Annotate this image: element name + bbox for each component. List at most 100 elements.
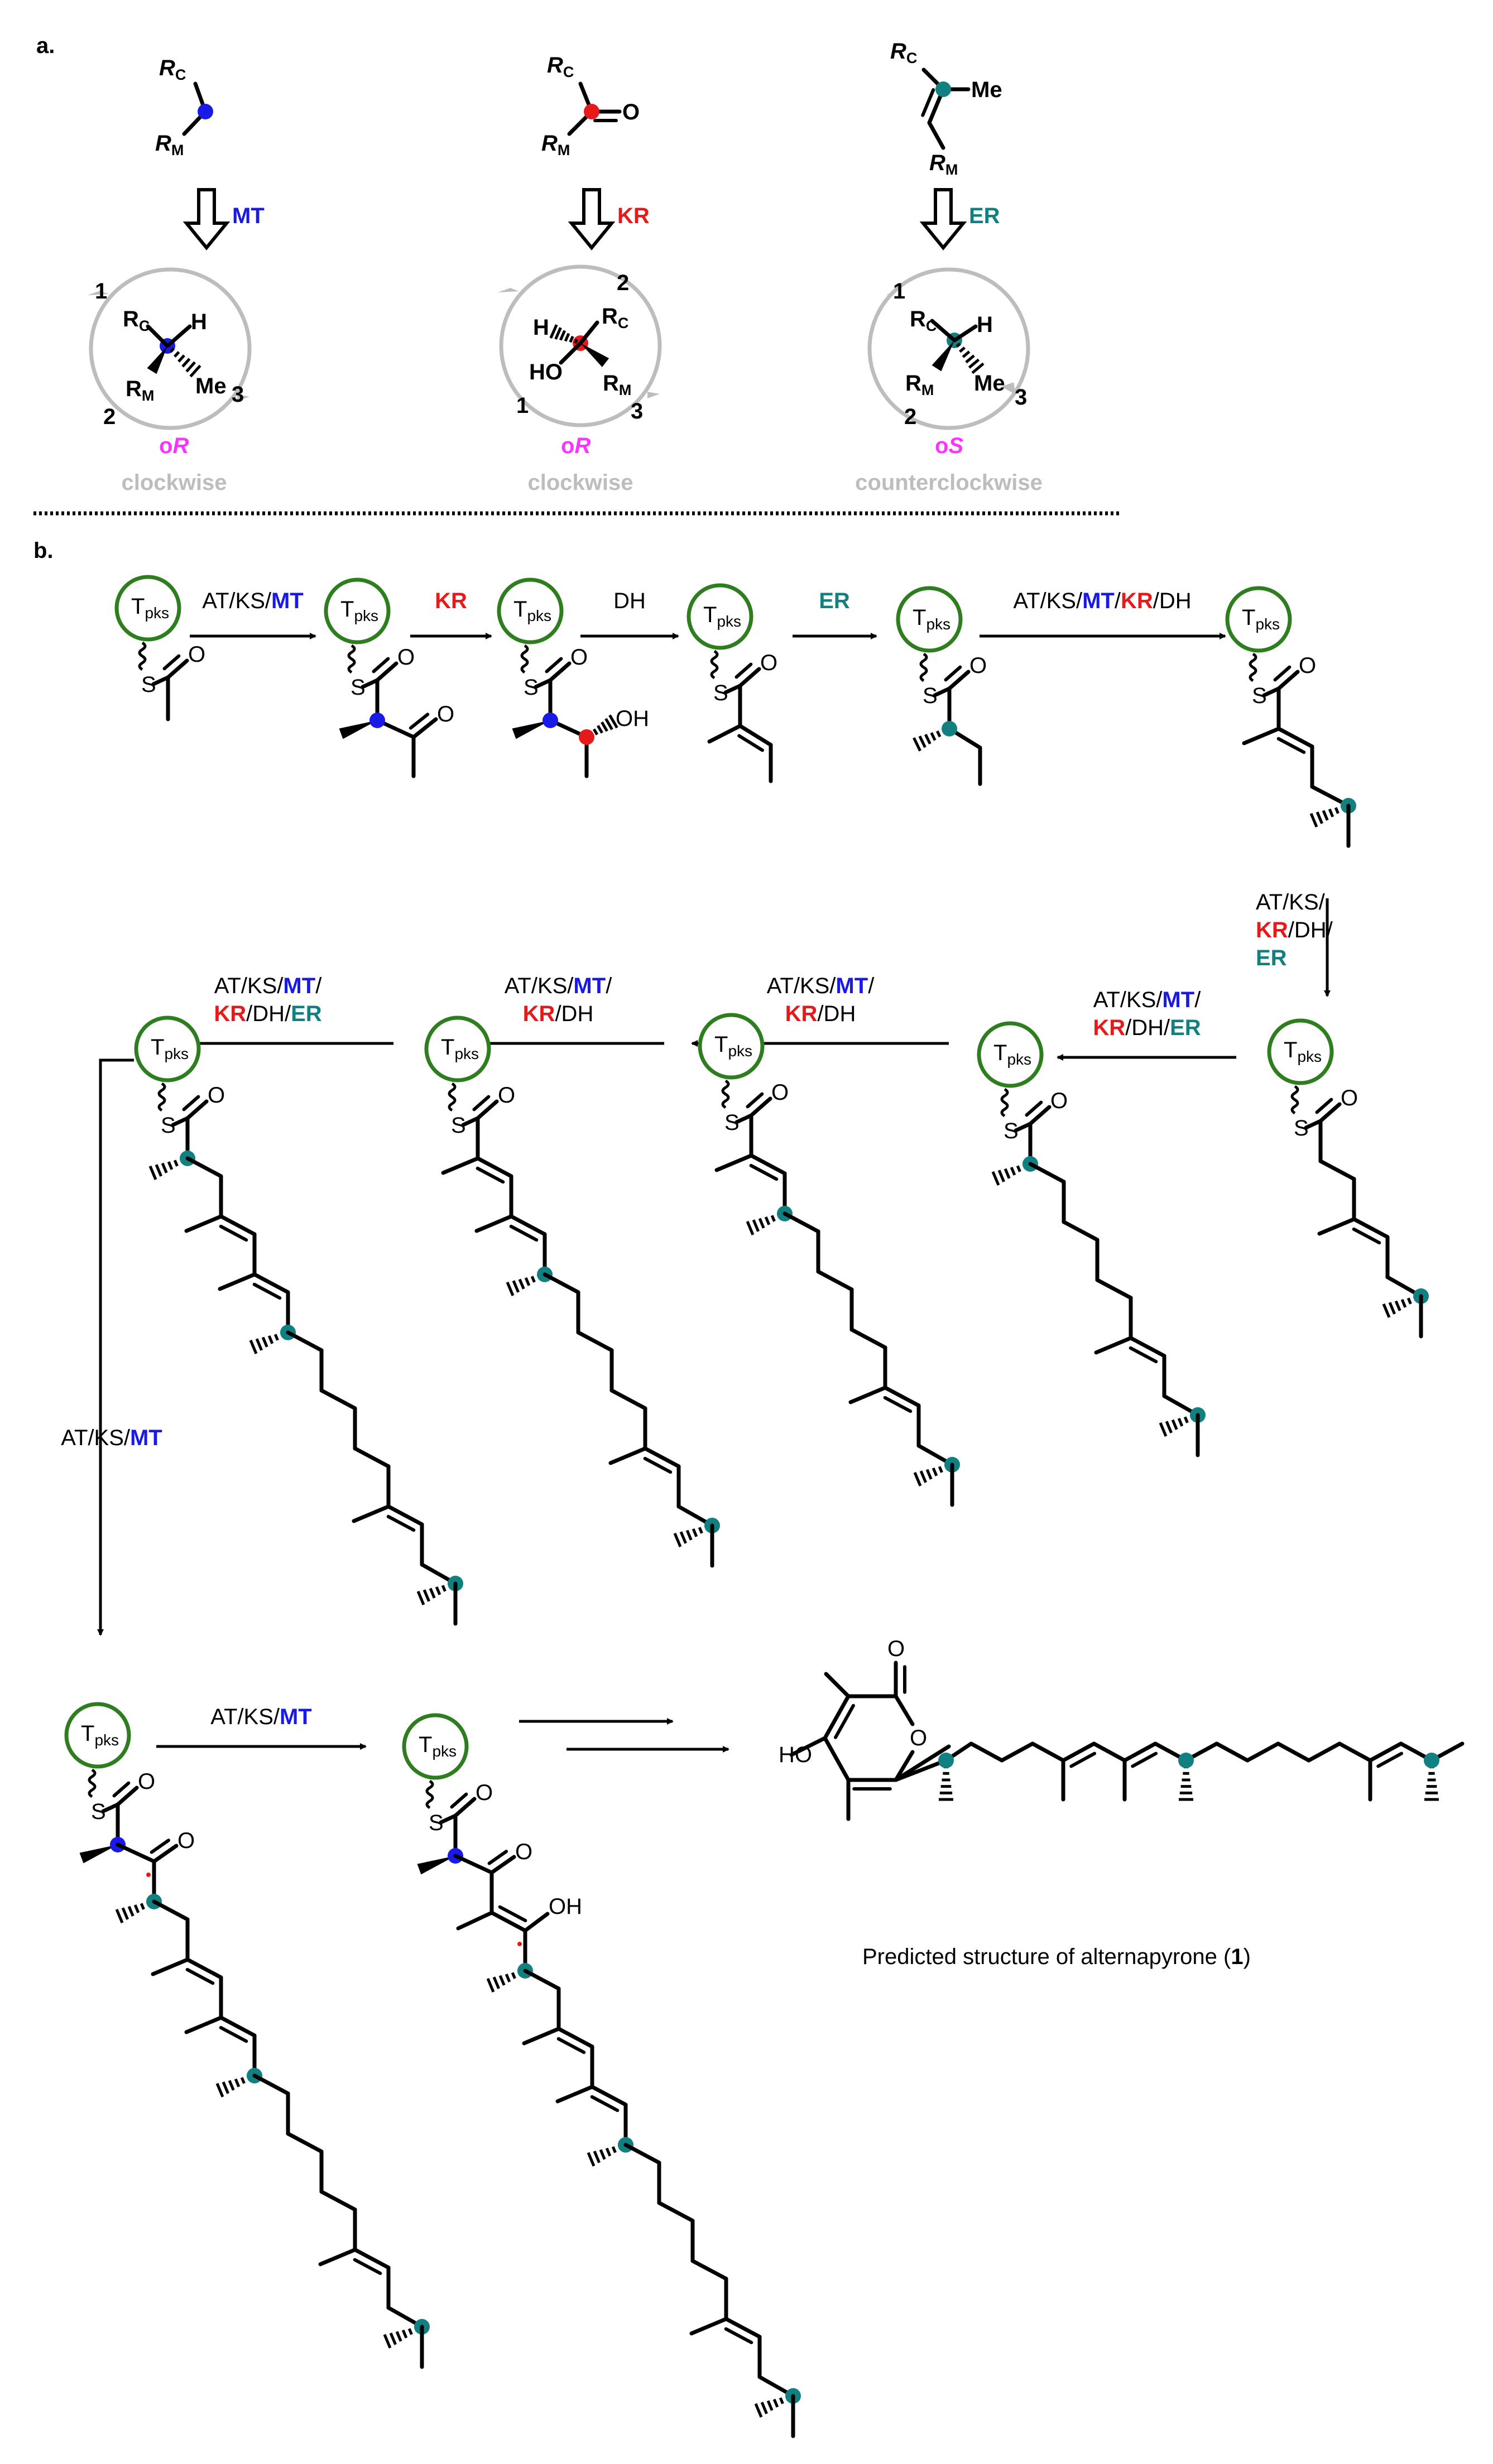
hash-stroke: [569, 335, 574, 343]
methyl-bond: [824, 1672, 851, 1698]
double-bond: [219, 2015, 257, 2038]
label-part: C: [926, 317, 937, 334]
label-part: S: [524, 675, 539, 700]
carbonyl: [1318, 1102, 1342, 1123]
intermediate-kr: OOH: [512, 645, 649, 778]
step-6-label-b: KR/DH/: [1256, 918, 1333, 942]
label-part: MT: [573, 974, 606, 998]
chain-bond: [319, 1388, 357, 1411]
label-part: 2: [617, 271, 629, 295]
hash-stroke: [127, 1905, 135, 1917]
label-part: /DH/: [1125, 1016, 1170, 1040]
sulfur-atom: S: [429, 1811, 444, 1835]
methyl-hash: [416, 1583, 452, 1605]
label-part: R: [541, 131, 558, 156]
methyl-bond: [318, 2248, 357, 2266]
hash-stroke: [593, 2150, 601, 2163]
label-part: R: [126, 377, 142, 401]
step-5-label: AT/KS/MT/KR/DH: [1013, 589, 1191, 613]
er-site-dot: [935, 81, 951, 97]
sulfur-atom: S: [724, 1110, 740, 1135]
methyl-hash: [939, 1765, 953, 1801]
double-bond-inner: [834, 1703, 855, 1739]
label-part: O: [760, 651, 777, 675]
methyl-bond: [184, 2015, 223, 2034]
label-part: T: [131, 594, 145, 619]
ring-oxygen: O: [910, 1726, 927, 1750]
wavy-bond: [138, 641, 147, 671]
hash-stroke: [925, 1469, 933, 1480]
hash-stroke: [1183, 1416, 1189, 1423]
er-dot: [1178, 1753, 1194, 1768]
label-part: KR: [1093, 1016, 1125, 1040]
label-part: HO: [529, 360, 563, 384]
double-bond: [883, 1385, 921, 1408]
hash-stroke: [395, 2331, 402, 2342]
rm-wedge: [580, 343, 609, 367]
label-part: /DH: [817, 1002, 856, 1026]
label-part: T: [1284, 1038, 1297, 1062]
arrow-step-11: AT/KS/MT: [61, 1058, 162, 1636]
double-bond-inner: [219, 2025, 248, 2043]
h-bond: [165, 324, 192, 348]
label-part: clockwise: [121, 470, 227, 495]
tpks-label: Tpks: [1242, 605, 1280, 633]
hash-stroke: [597, 725, 603, 734]
label-part: O: [515, 1840, 532, 1864]
double-bond: [1368, 1741, 1403, 1763]
label-part: pks: [354, 607, 378, 624]
hash-stroke: [267, 1335, 274, 1344]
hash-stroke: [133, 1904, 140, 1913]
label-part: KR: [214, 1002, 246, 1026]
tpks-label: Tpks: [703, 603, 741, 630]
label-part: /DH: [555, 1002, 593, 1026]
hash-stroke: [441, 1585, 447, 1592]
label-part: S: [161, 1113, 176, 1138]
intermediate-8: O: [991, 1089, 1206, 1457]
hash-stroke: [962, 350, 971, 358]
hash-stroke: [679, 1531, 687, 1544]
hash-stroke: [261, 1336, 268, 1348]
hash-stroke: [215, 2083, 224, 2097]
chain-bond: [286, 2131, 324, 2154]
label-part: C: [139, 317, 150, 334]
chain-bond: [1214, 1741, 1250, 1763]
label-part: 1: [1231, 1945, 1243, 1969]
methyl-hash: [754, 2395, 790, 2418]
thioester-bond: [1304, 1119, 1323, 1130]
double-bond: [738, 724, 773, 747]
open-arrow: [183, 188, 231, 251]
tpks-circle: [497, 578, 564, 644]
wavy-bond: [425, 1779, 434, 1810]
oxygen-atom: O: [476, 1780, 493, 1805]
hash-stroke: [273, 1334, 279, 1341]
hash-stroke: [1016, 1165, 1021, 1172]
enzyme-label: KR: [617, 204, 650, 228]
label-part: /: [606, 974, 612, 998]
label-part: S: [91, 1799, 106, 1824]
double-bond: [749, 1153, 787, 1176]
label-part: C: [906, 50, 918, 66]
label-part: S: [948, 434, 963, 458]
h-hash: [549, 324, 578, 344]
label-part: S: [1004, 1119, 1019, 1143]
hash-stroke: [518, 1278, 525, 1289]
chain-bond: [1000, 1741, 1035, 1763]
methyl-bond: [522, 2027, 561, 2046]
chain-bond: [353, 1446, 391, 1469]
intermediate-10: O: [441, 1083, 720, 1568]
carbonyl: [375, 661, 399, 682]
panel-a: a.: [36, 33, 55, 58]
tpks-circle: [698, 1013, 765, 1080]
label-part: ER: [1256, 946, 1287, 970]
label-part: KR: [523, 1002, 555, 1026]
ring-bond: [894, 1750, 915, 1782]
methyl-bond: [707, 724, 742, 744]
open-arrow: [919, 188, 967, 251]
config-s: oS: [935, 434, 963, 458]
er-dot: [942, 721, 957, 737]
sulfur-atom: S: [451, 1113, 466, 1138]
